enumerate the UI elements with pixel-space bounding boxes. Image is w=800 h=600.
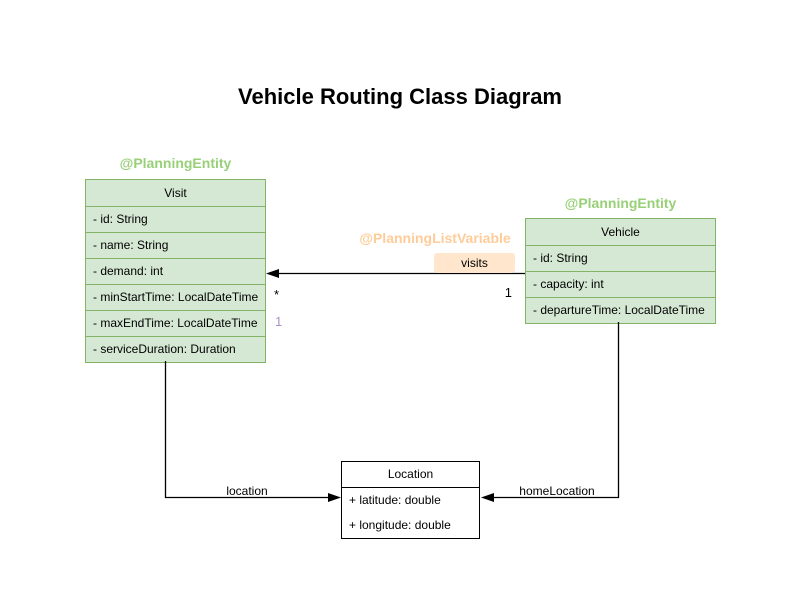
edge-label-location: location [226, 484, 268, 498]
multiplicity-visits-extra: 1 [275, 314, 283, 329]
planning-entity-annotation-visit: @PlanningEntity [119, 155, 232, 171]
class-attribute: - capacity: int [526, 272, 715, 298]
diagram-title: Vehicle Routing Class Diagram [238, 84, 562, 109]
edge-label-visits: visits [434, 253, 515, 273]
class-attribute: - minStartTime: LocalDateTime [86, 285, 265, 311]
edge-homelocation-arrowhead [481, 493, 494, 502]
class-attribute: - name: String [86, 233, 265, 259]
class-attribute: - id: String [526, 246, 715, 272]
planning-list-variable-annotation: @PlanningListVariable [359, 230, 511, 246]
multiplicity-visits-target: * [274, 287, 280, 302]
class-attribute: - serviceDuration: Duration [93, 342, 236, 356]
class-location-name: Location [342, 462, 479, 488]
edge-label-homelocation: homeLocation [519, 484, 595, 498]
class-attribute: - demand: int [86, 259, 265, 285]
class-attribute: - id: String [86, 207, 265, 233]
class-location: Location + latitude: double + longitude:… [341, 461, 480, 539]
multiplicity-visits-source: 1 [504, 285, 512, 300]
class-attribute: - departureTime: LocalDateTime [533, 303, 705, 317]
edge-visits-arrowhead [266, 269, 279, 278]
class-vehicle: Vehicle - id: String - capacity: int - d… [525, 218, 716, 324]
planning-entity-annotation-vehicle: @PlanningEntity [564, 195, 677, 211]
class-visit: Visit - id: String - name: String - dema… [85, 179, 266, 363]
class-vehicle-name: Vehicle [526, 219, 715, 246]
class-attribute: + latitude: double [349, 493, 441, 507]
class-visit-name: Visit [86, 180, 265, 207]
edge-homelocation-line [493, 322, 620, 499]
class-attribute: - maxEndTime: LocalDateTime [86, 311, 265, 337]
edge-location-line [164, 361, 329, 499]
edge-location-arrowhead [328, 493, 341, 502]
class-attribute: + longitude: double [349, 518, 451, 532]
